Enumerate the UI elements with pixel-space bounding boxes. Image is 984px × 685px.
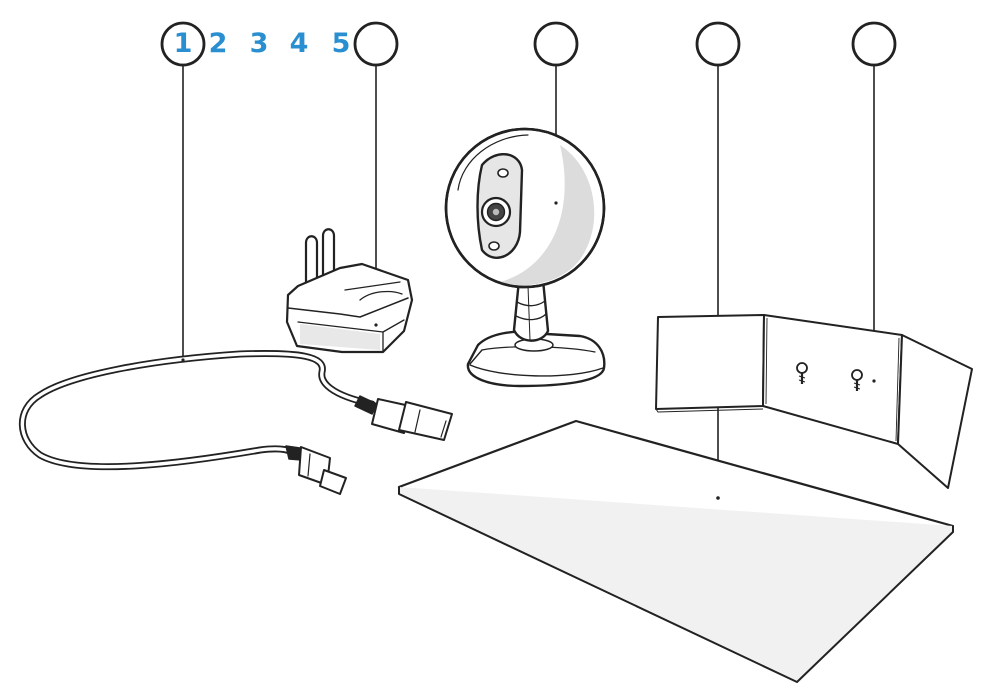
callout-number-2: 2	[208, 28, 228, 59]
drilling-template-target-dot	[716, 496, 720, 500]
usb-cable	[18, 350, 453, 495]
usb-a-plug	[354, 395, 453, 441]
callout-circle-3	[533, 21, 579, 67]
callout-circles	[160, 21, 897, 67]
camera	[444, 127, 606, 388]
callout-number-3: 3	[249, 28, 269, 59]
callout-circle-5	[851, 21, 897, 67]
callout-number-5: 5	[331, 28, 351, 59]
power-adapter	[285, 228, 414, 354]
leader-end-dots	[181, 201, 558, 362]
screw-icon	[796, 362, 808, 384]
callout-number-4: 4	[289, 28, 309, 59]
callout-circle-4	[695, 21, 741, 67]
mounting-kit	[655, 314, 973, 489]
micro-usb-plug	[285, 445, 347, 495]
drilling-template	[397, 419, 955, 683]
callout-circle-2	[353, 21, 399, 67]
callout-number-1: 1	[173, 28, 193, 59]
screw-icon	[851, 369, 863, 391]
